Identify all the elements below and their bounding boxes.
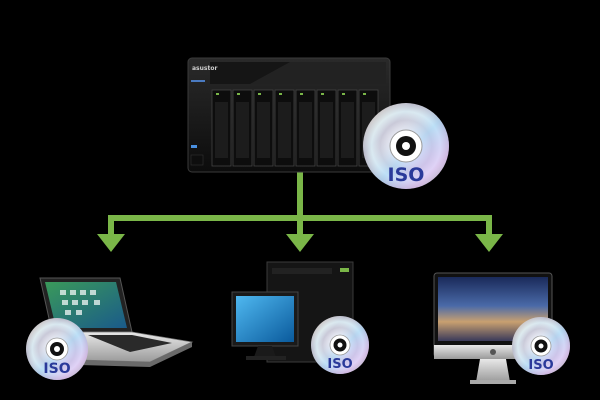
drive-bay: [232, 89, 253, 167]
drive-bay: [295, 89, 316, 167]
drive-led: [237, 93, 240, 95]
iso-label: ISO: [388, 164, 425, 186]
drive-led: [321, 93, 324, 95]
drive-led: [258, 93, 261, 95]
arrow-down-icon: [286, 234, 314, 252]
iso-label: ISO: [528, 358, 553, 373]
iso-label: ISO: [43, 361, 70, 377]
drive-bay: [211, 89, 232, 167]
connector-lines: [108, 172, 492, 236]
iso-disc-icon: ISO: [512, 317, 570, 375]
drive-led: [279, 93, 282, 95]
iso-disc-icon: ISO: [363, 103, 449, 189]
nas-brand-logo: asustor: [192, 65, 217, 72]
drive-bay: [337, 89, 358, 167]
drive-bay: [274, 89, 295, 167]
drive-bay: [316, 89, 337, 167]
arrow-down-icon: [97, 234, 125, 252]
iso-label: ISO: [327, 357, 352, 372]
drive-bay: [253, 89, 274, 167]
nas-device: asustor: [187, 57, 391, 173]
drive-led: [363, 93, 366, 95]
drive-led: [300, 93, 303, 95]
arrow-down-icon: [475, 234, 503, 252]
iso-disc-icon: ISO: [26, 318, 88, 380]
drive-led: [342, 93, 345, 95]
connector-arrows: [97, 234, 503, 252]
drive-led: [216, 93, 219, 95]
iso-disc-icon: ISO: [311, 316, 369, 374]
apple-logo-icon: [490, 349, 496, 355]
